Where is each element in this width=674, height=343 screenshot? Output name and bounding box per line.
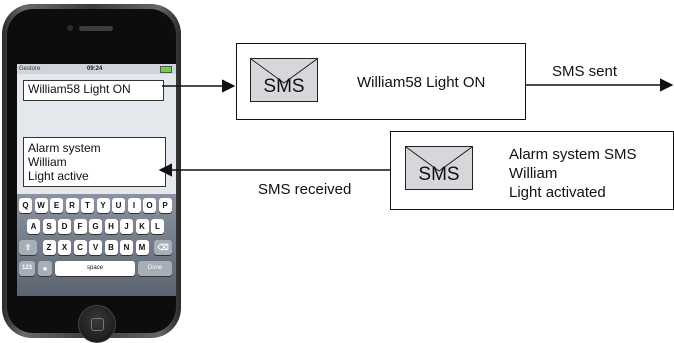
globe-icon[interactable]: ● bbox=[38, 261, 52, 276]
key-w[interactable]: W bbox=[34, 198, 48, 213]
keyboard: Q W E R T Y U I O P A S D F G H J K L bbox=[17, 194, 176, 296]
outgoing-message-field[interactable]: William58 Light ON bbox=[23, 80, 164, 101]
home-square-icon bbox=[91, 318, 104, 331]
done-key[interactable]: Done bbox=[138, 261, 172, 276]
envelope-label: SMS bbox=[263, 76, 305, 97]
key-a[interactable]: A bbox=[27, 219, 40, 234]
numbers-key[interactable]: 123 bbox=[19, 261, 35, 276]
space-key[interactable]: space bbox=[55, 261, 135, 276]
sent-message-box: SMS William58 Light ON bbox=[236, 43, 526, 120]
key-u[interactable]: U bbox=[112, 198, 125, 213]
sms-received-label: SMS received bbox=[258, 181, 352, 198]
key-l[interactable]: L bbox=[151, 219, 164, 234]
incoming-line-2: William bbox=[28, 155, 67, 169]
key-y[interactable]: Y bbox=[96, 198, 110, 213]
speaker-grille bbox=[79, 26, 113, 31]
battery-icon bbox=[160, 66, 172, 73]
received-line-3: Light activated bbox=[509, 184, 606, 201]
key-k[interactable]: K bbox=[135, 219, 149, 234]
received-line-2: William bbox=[509, 165, 558, 182]
key-e[interactable]: E bbox=[50, 198, 63, 213]
key-x[interactable]: X bbox=[58, 240, 71, 255]
key-t[interactable]: T bbox=[81, 198, 94, 213]
shift-key[interactable]: ⇧ bbox=[19, 240, 37, 255]
incoming-line-3: Light active bbox=[28, 169, 89, 183]
key-g[interactable]: G bbox=[89, 219, 102, 234]
phone-screen: Gestore 09:24 William58 Light ON Alarm s… bbox=[17, 64, 176, 296]
key-c[interactable]: C bbox=[73, 240, 87, 255]
status-time: 09:24 bbox=[87, 66, 103, 72]
incoming-line-1: Alarm system bbox=[28, 141, 101, 155]
carrier-name: Gestore bbox=[19, 66, 41, 72]
key-z[interactable]: Z bbox=[42, 240, 56, 255]
key-m[interactable]: M bbox=[135, 240, 149, 255]
key-j[interactable]: J bbox=[120, 219, 133, 234]
key-i[interactable]: I bbox=[127, 198, 141, 213]
key-r[interactable]: R bbox=[65, 198, 79, 213]
sms-envelope-icon: SMS bbox=[405, 146, 473, 190]
backspace-key[interactable]: ⌫ bbox=[154, 240, 172, 255]
received-message-box: SMS Alarm system SMS William Light activ… bbox=[390, 131, 674, 210]
key-b[interactable]: B bbox=[104, 240, 118, 255]
key-f[interactable]: F bbox=[73, 219, 87, 234]
key-v[interactable]: V bbox=[89, 240, 102, 255]
key-d[interactable]: D bbox=[58, 219, 71, 234]
sent-message-text: William58 Light ON bbox=[357, 74, 486, 91]
sms-envelope-icon: SMS bbox=[250, 58, 318, 102]
status-bar: Gestore 09:24 bbox=[17, 64, 176, 74]
phone-bezel: Gestore 09:24 William58 Light ON Alarm s… bbox=[7, 9, 176, 343]
key-o[interactable]: O bbox=[143, 198, 156, 213]
key-s[interactable]: S bbox=[42, 219, 56, 234]
key-p[interactable]: P bbox=[158, 198, 172, 213]
camera-icon bbox=[67, 25, 73, 31]
home-button[interactable] bbox=[78, 305, 116, 343]
key-n[interactable]: N bbox=[120, 240, 133, 255]
envelope-label: SMS bbox=[418, 164, 460, 185]
received-line-1: Alarm system SMS bbox=[509, 146, 637, 163]
smartphone: Gestore 09:24 William58 Light ON Alarm s… bbox=[2, 4, 181, 343]
key-h[interactable]: H bbox=[104, 219, 118, 234]
outgoing-message-text: William58 Light ON bbox=[28, 82, 131, 96]
sms-sent-label: SMS sent bbox=[552, 63, 618, 80]
incoming-message-field: Alarm system William Light active bbox=[23, 137, 166, 187]
key-q[interactable]: Q bbox=[19, 198, 32, 213]
